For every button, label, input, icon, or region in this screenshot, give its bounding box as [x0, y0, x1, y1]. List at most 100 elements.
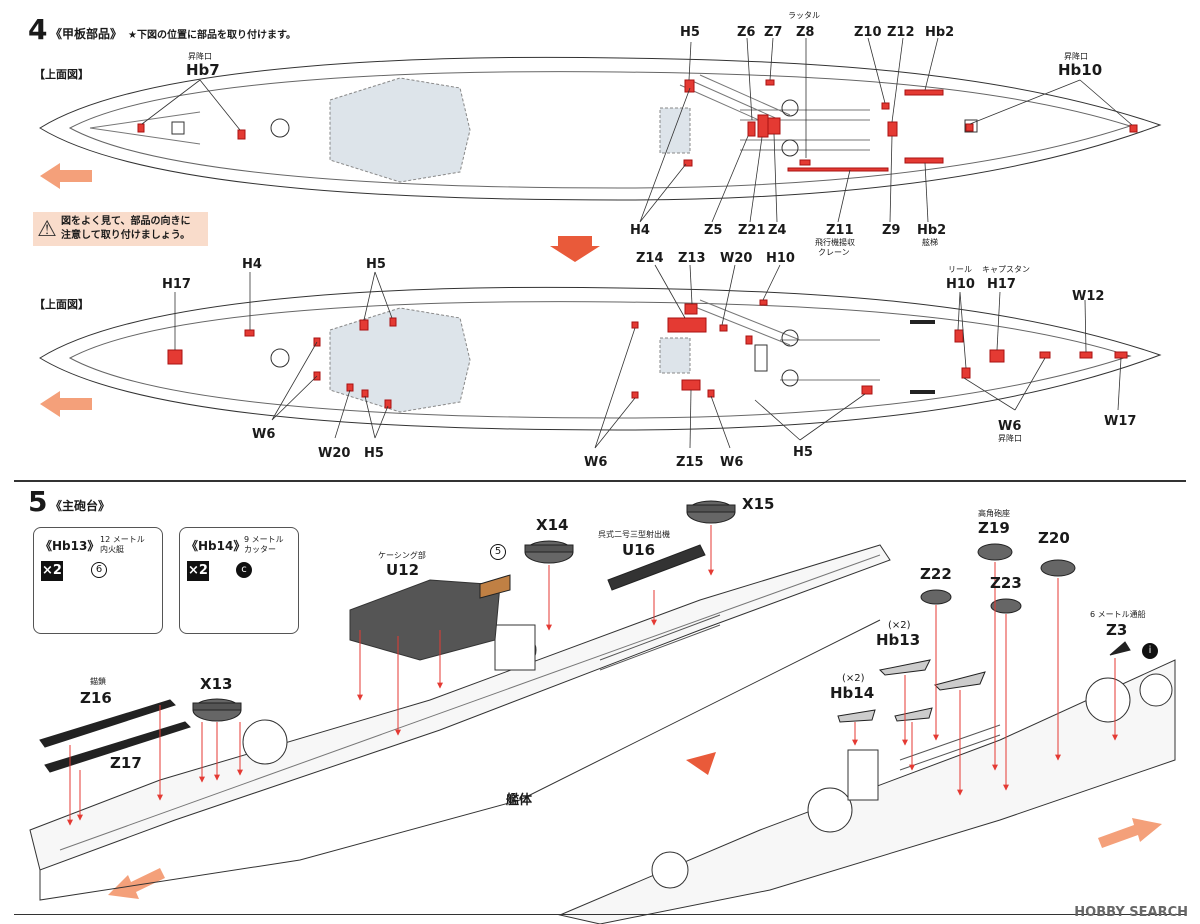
warning-line2: 注意して取り付けましょう。 — [61, 230, 191, 241]
label-mult2: (×2) — [842, 673, 865, 684]
label-h10-mid: H10 — [766, 251, 795, 266]
label-z17: Z17 — [110, 754, 142, 772]
boat1-multiplier: ×2 — [41, 561, 63, 581]
label-ladder-note: 舷梯 — [922, 238, 938, 247]
label-boat6-note: 6 メートル通船 — [1090, 610, 1146, 619]
leader-lines-step4 — [141, 37, 1133, 223]
boat-box-hb14: 《Hb14》 9 メートル カッター ×2 c — [179, 527, 299, 634]
hull-right — [558, 659, 1176, 924]
bottom-divider — [14, 914, 1186, 915]
label-h17-right: H17 — [987, 277, 1016, 292]
label-x14: X14 — [536, 516, 569, 534]
boat-box-hb13: 《Hb13》 12 メートル 内火艇 ×2 6 — [33, 527, 163, 634]
watermark: HOBBY SEARCH — [1074, 905, 1188, 920]
label-z13: Z13 — [678, 251, 706, 266]
label-w17: W17 — [1104, 414, 1137, 429]
label-w6-mid: W6 — [584, 455, 608, 470]
bow-direction-arrows — [40, 163, 1162, 899]
label-h10-right: H10 — [946, 277, 975, 292]
step-divider — [14, 480, 1186, 482]
label-z5: Z5 — [704, 223, 723, 238]
label-h4-top: H4 — [630, 223, 650, 238]
label-z20: Z20 — [1038, 529, 1070, 547]
leader-lines-step5 — [67, 525, 1118, 826]
step4-title: 《甲板部品》 — [50, 27, 123, 41]
view-label-bottom: 【上面図】 — [34, 298, 89, 311]
label-hb10-note: 昇降口 — [1064, 52, 1088, 61]
label-ref5: 5 — [490, 544, 506, 560]
label-z16: Z16 — [80, 689, 112, 707]
step5-number: 5 — [28, 485, 48, 518]
label-z11: Z11 — [826, 223, 854, 238]
warning-triangle-icon: ⚠ — [37, 216, 57, 242]
deck-bottom-view — [39, 286, 1162, 431]
boat1-ref: 6 — [91, 562, 107, 578]
label-casing-note: ケーシング部 — [378, 551, 426, 560]
boat2-desc2: カッター — [244, 545, 276, 554]
step4-note: ★下図の位置に部品を取り付けます。 — [128, 30, 296, 41]
label-chain-note: 錨鎖 — [90, 677, 106, 686]
label-catapult-note: 呉式二号三型射出機 — [598, 530, 670, 539]
deck-top-view — [39, 56, 1162, 201]
view-label-top: 【上面図】 — [34, 68, 89, 81]
label-hb13: Hb13 — [876, 631, 921, 649]
label-z7: Z7 — [764, 25, 783, 40]
label-hb7-note: 昇降口 — [188, 52, 212, 61]
label-h5-top: H5 — [680, 25, 700, 40]
boat1-desc1: 12 メートル — [100, 535, 145, 544]
warning-box: ⚠ 図をよく見て、部品の向きに 注意して取り付けましょう。 — [33, 212, 208, 246]
boat2-ref: c — [236, 562, 252, 578]
label-crane-note1: 飛行機揚収 — [815, 238, 855, 247]
boat1-code: 《Hb13》 — [40, 539, 100, 553]
label-x13: X13 — [200, 675, 233, 693]
label-mult1: (×2) — [888, 620, 911, 631]
label-ref-i: i — [1142, 643, 1158, 659]
label-z3: Z3 — [1106, 621, 1128, 639]
label-z21: Z21 — [738, 223, 766, 238]
leader-lines-step4-bottom — [174, 264, 1122, 449]
label-z10: Z10 — [854, 25, 882, 40]
label-z9: Z9 — [882, 223, 901, 238]
label-w6-mid2: W6 — [720, 455, 744, 470]
label-z19: Z19 — [978, 519, 1010, 537]
label-reel-note: リール — [948, 265, 972, 274]
label-h4-bottom: H4 — [242, 257, 262, 272]
warning-line1: 図をよく見て、部品の向きに — [61, 216, 191, 227]
hull-left — [29, 544, 891, 901]
boat1-desc2: 内火艇 — [100, 545, 124, 554]
label-w6-left: W6 — [252, 427, 276, 442]
label-hb2-top: Hb2 — [925, 25, 955, 40]
deck-bottom-parts — [167, 299, 1128, 409]
label-hatch-note: 昇降口 — [998, 434, 1022, 443]
label-hb2-bottom: Hb2 — [917, 223, 947, 238]
label-hb7: Hb7 — [186, 61, 220, 79]
boat2-multiplier: ×2 — [187, 561, 209, 581]
deck-top-parts — [137, 79, 1138, 172]
label-z8: Z8 — [796, 25, 815, 40]
label-z14: Z14 — [636, 251, 664, 266]
label-z12: Z12 — [887, 25, 915, 40]
label-crane-note2: クレーン — [818, 248, 850, 257]
label-u16: U16 — [622, 541, 656, 559]
step4-number: 4 — [28, 13, 48, 46]
label-hb10: Hb10 — [1058, 61, 1103, 79]
label-z15: Z15 — [676, 455, 704, 470]
boat2-code: 《Hb14》 — [186, 539, 246, 553]
label-hb14: Hb14 — [830, 684, 875, 702]
label-h17-left: H17 — [162, 277, 191, 292]
label-hull: 艦体 — [506, 793, 533, 808]
label-x15: X15 — [742, 495, 775, 513]
label-z4: Z4 — [768, 223, 787, 238]
label-w12: W12 — [1072, 289, 1105, 304]
label-z23: Z23 — [990, 574, 1022, 592]
label-h5-bottom-top: H5 — [366, 257, 386, 272]
label-h5-right: H5 — [793, 445, 813, 460]
label-aa-note: 高角砲座 — [978, 509, 1010, 518]
label-capstan-note: キャプスタン — [982, 265, 1030, 274]
label-w20-top: W20 — [720, 251, 753, 266]
label-rattle-note: ラッタル — [788, 11, 820, 20]
label-u12: U12 — [386, 561, 420, 579]
label-z22: Z22 — [920, 565, 952, 583]
step5-title: 《主砲台》 — [50, 499, 111, 513]
label-w6-right: W6 — [998, 419, 1022, 434]
